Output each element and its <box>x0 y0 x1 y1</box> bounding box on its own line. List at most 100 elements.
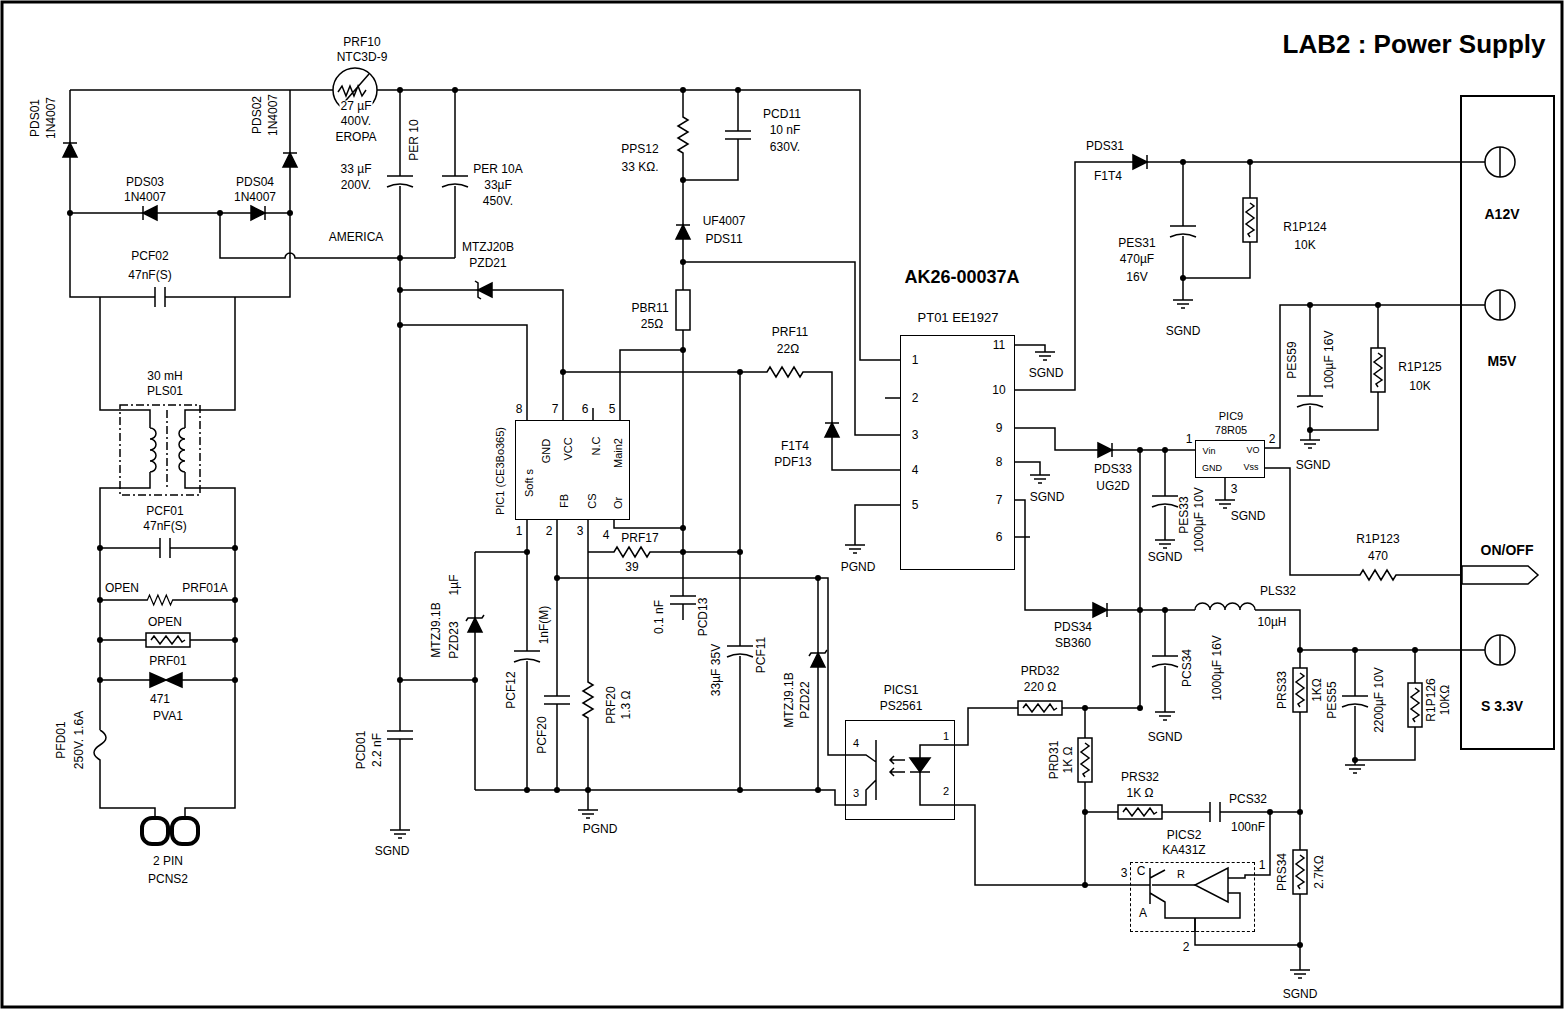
node-text: 3 <box>911 429 920 442</box>
node-text: A12V <box>1483 207 1520 222</box>
node-text: 6 <box>995 531 1004 544</box>
component-label: PZD22 <box>799 680 812 719</box>
component-label: AK26-00037A <box>903 268 1020 288</box>
component-box: PT01 EE19271234511109876 <box>900 335 1015 570</box>
component-label: 1N4007 <box>233 191 277 204</box>
component-label: PRF20 <box>605 685 618 724</box>
component-label: 1.3 Ω <box>620 690 633 721</box>
ground-symbol <box>1035 352 1055 360</box>
component-label: SGND <box>1230 510 1267 523</box>
connector-pin <box>172 818 198 844</box>
component-label: 25Ω <box>640 318 664 331</box>
ground-symbol <box>845 545 865 553</box>
component-label: 10K <box>1408 380 1431 393</box>
component-label: PDS01 <box>29 98 42 138</box>
resistor-symbol <box>582 670 594 730</box>
component-label: PER 10A <box>472 163 523 176</box>
component-label: 2 <box>1268 433 1277 446</box>
node-text: PS2561 <box>879 700 924 713</box>
diode-symbol <box>825 423 839 437</box>
node-text: GND <box>540 438 552 464</box>
component-label: 47nF(S) <box>127 269 172 282</box>
component-label: PDS04 <box>235 176 275 189</box>
shunt-regulator-symbol <box>1130 868 1255 932</box>
component-label: 33µF <box>483 179 513 192</box>
resistor-symbol <box>146 633 190 647</box>
component-label: PDS33 <box>1093 463 1133 476</box>
node-text: PICS2 <box>1166 829 1203 842</box>
component-label: PCD13 <box>697 597 710 638</box>
component-label: PLS01 <box>146 385 184 398</box>
component-label: 4 <box>602 529 611 542</box>
component-label: PCNS2 <box>147 873 189 886</box>
node-text: GND <box>1201 464 1223 474</box>
component-label: 2.7KΩ <box>1313 854 1326 890</box>
component-label: NTC3D-9 <box>336 51 389 64</box>
capacitor-symbol <box>670 596 696 604</box>
output-terminal <box>1499 147 1501 665</box>
component-label: PCD11 <box>762 108 802 121</box>
node-text: VO <box>1245 446 1260 456</box>
diode-symbol <box>143 206 157 220</box>
component-label: R1P126 <box>1425 677 1438 722</box>
component-label: PES33 <box>1178 495 1191 534</box>
component-box: PICS2KA431ZR <box>1130 862 1255 932</box>
capacitor-symbol <box>387 731 413 739</box>
node-text: S 3.3V <box>1480 699 1524 714</box>
component-label: 1 <box>1258 859 1267 872</box>
component-label: 39 <box>624 561 639 574</box>
wire-connector <box>1265 305 1460 448</box>
component-label: SGND <box>1282 988 1319 1001</box>
ground-symbol <box>1290 970 1310 978</box>
component-label: 2.2 nF <box>371 732 384 768</box>
diode-symbol <box>1093 603 1107 617</box>
capacitor-symbol <box>1342 696 1368 707</box>
resistor-symbol <box>1018 701 1062 715</box>
component-label: 22Ω <box>776 343 800 356</box>
component-label: 8 <box>515 403 524 416</box>
node-text: Vss <box>1242 463 1259 473</box>
capacitor-symbol <box>725 131 751 139</box>
node-text: 8 <box>995 456 1004 469</box>
component-label: SGND <box>1295 459 1332 472</box>
capacitor-symbol <box>1152 496 1178 507</box>
component-label: 10 nF <box>769 124 802 137</box>
optocoupler-symbol <box>910 758 930 772</box>
component-label: 7 <box>551 403 560 416</box>
resistor-symbol <box>1243 198 1257 242</box>
component-label: 16V <box>1125 271 1148 284</box>
node-text: 2 <box>911 392 920 405</box>
component-label: PZD21 <box>468 257 507 270</box>
capacitor-symbol <box>1170 226 1196 237</box>
node-text: KA431Z <box>1161 844 1206 857</box>
component-label: PRS34 <box>1276 852 1289 892</box>
component-label: 2 PIN <box>152 855 184 868</box>
component-label: 3 <box>1120 867 1129 880</box>
component-label: SGND <box>1147 731 1184 744</box>
component-label: PRS33 <box>1276 670 1289 710</box>
component-label: 33µF 35V <box>710 643 723 697</box>
diode-symbol <box>283 153 297 167</box>
wire-connector <box>557 520 845 755</box>
component-label: SB360 <box>1054 637 1092 650</box>
node-text: Or <box>612 496 624 510</box>
component-label: PDS03 <box>125 176 165 189</box>
varistor-symbol <box>150 673 182 687</box>
component-label: EROPA <box>334 131 377 144</box>
component-label: 3 <box>576 525 585 538</box>
resistor-symbol <box>755 366 815 378</box>
node-text: 4 <box>852 737 860 749</box>
node-text: 4 <box>911 464 920 477</box>
component-label: 1K Ω <box>1126 787 1155 800</box>
diode-symbol <box>63 143 77 157</box>
zener-symbol <box>809 650 827 667</box>
component-label: PES31 <box>1117 237 1156 250</box>
component-label: 1µF <box>448 574 461 597</box>
junction-dot <box>67 87 1418 948</box>
component-label: 1KΩ <box>1311 677 1324 703</box>
node-text: Vin <box>1202 447 1217 457</box>
wire-connector <box>1265 468 1460 575</box>
component-label: 400V. <box>340 115 372 128</box>
component-label: 1 <box>1185 433 1194 446</box>
